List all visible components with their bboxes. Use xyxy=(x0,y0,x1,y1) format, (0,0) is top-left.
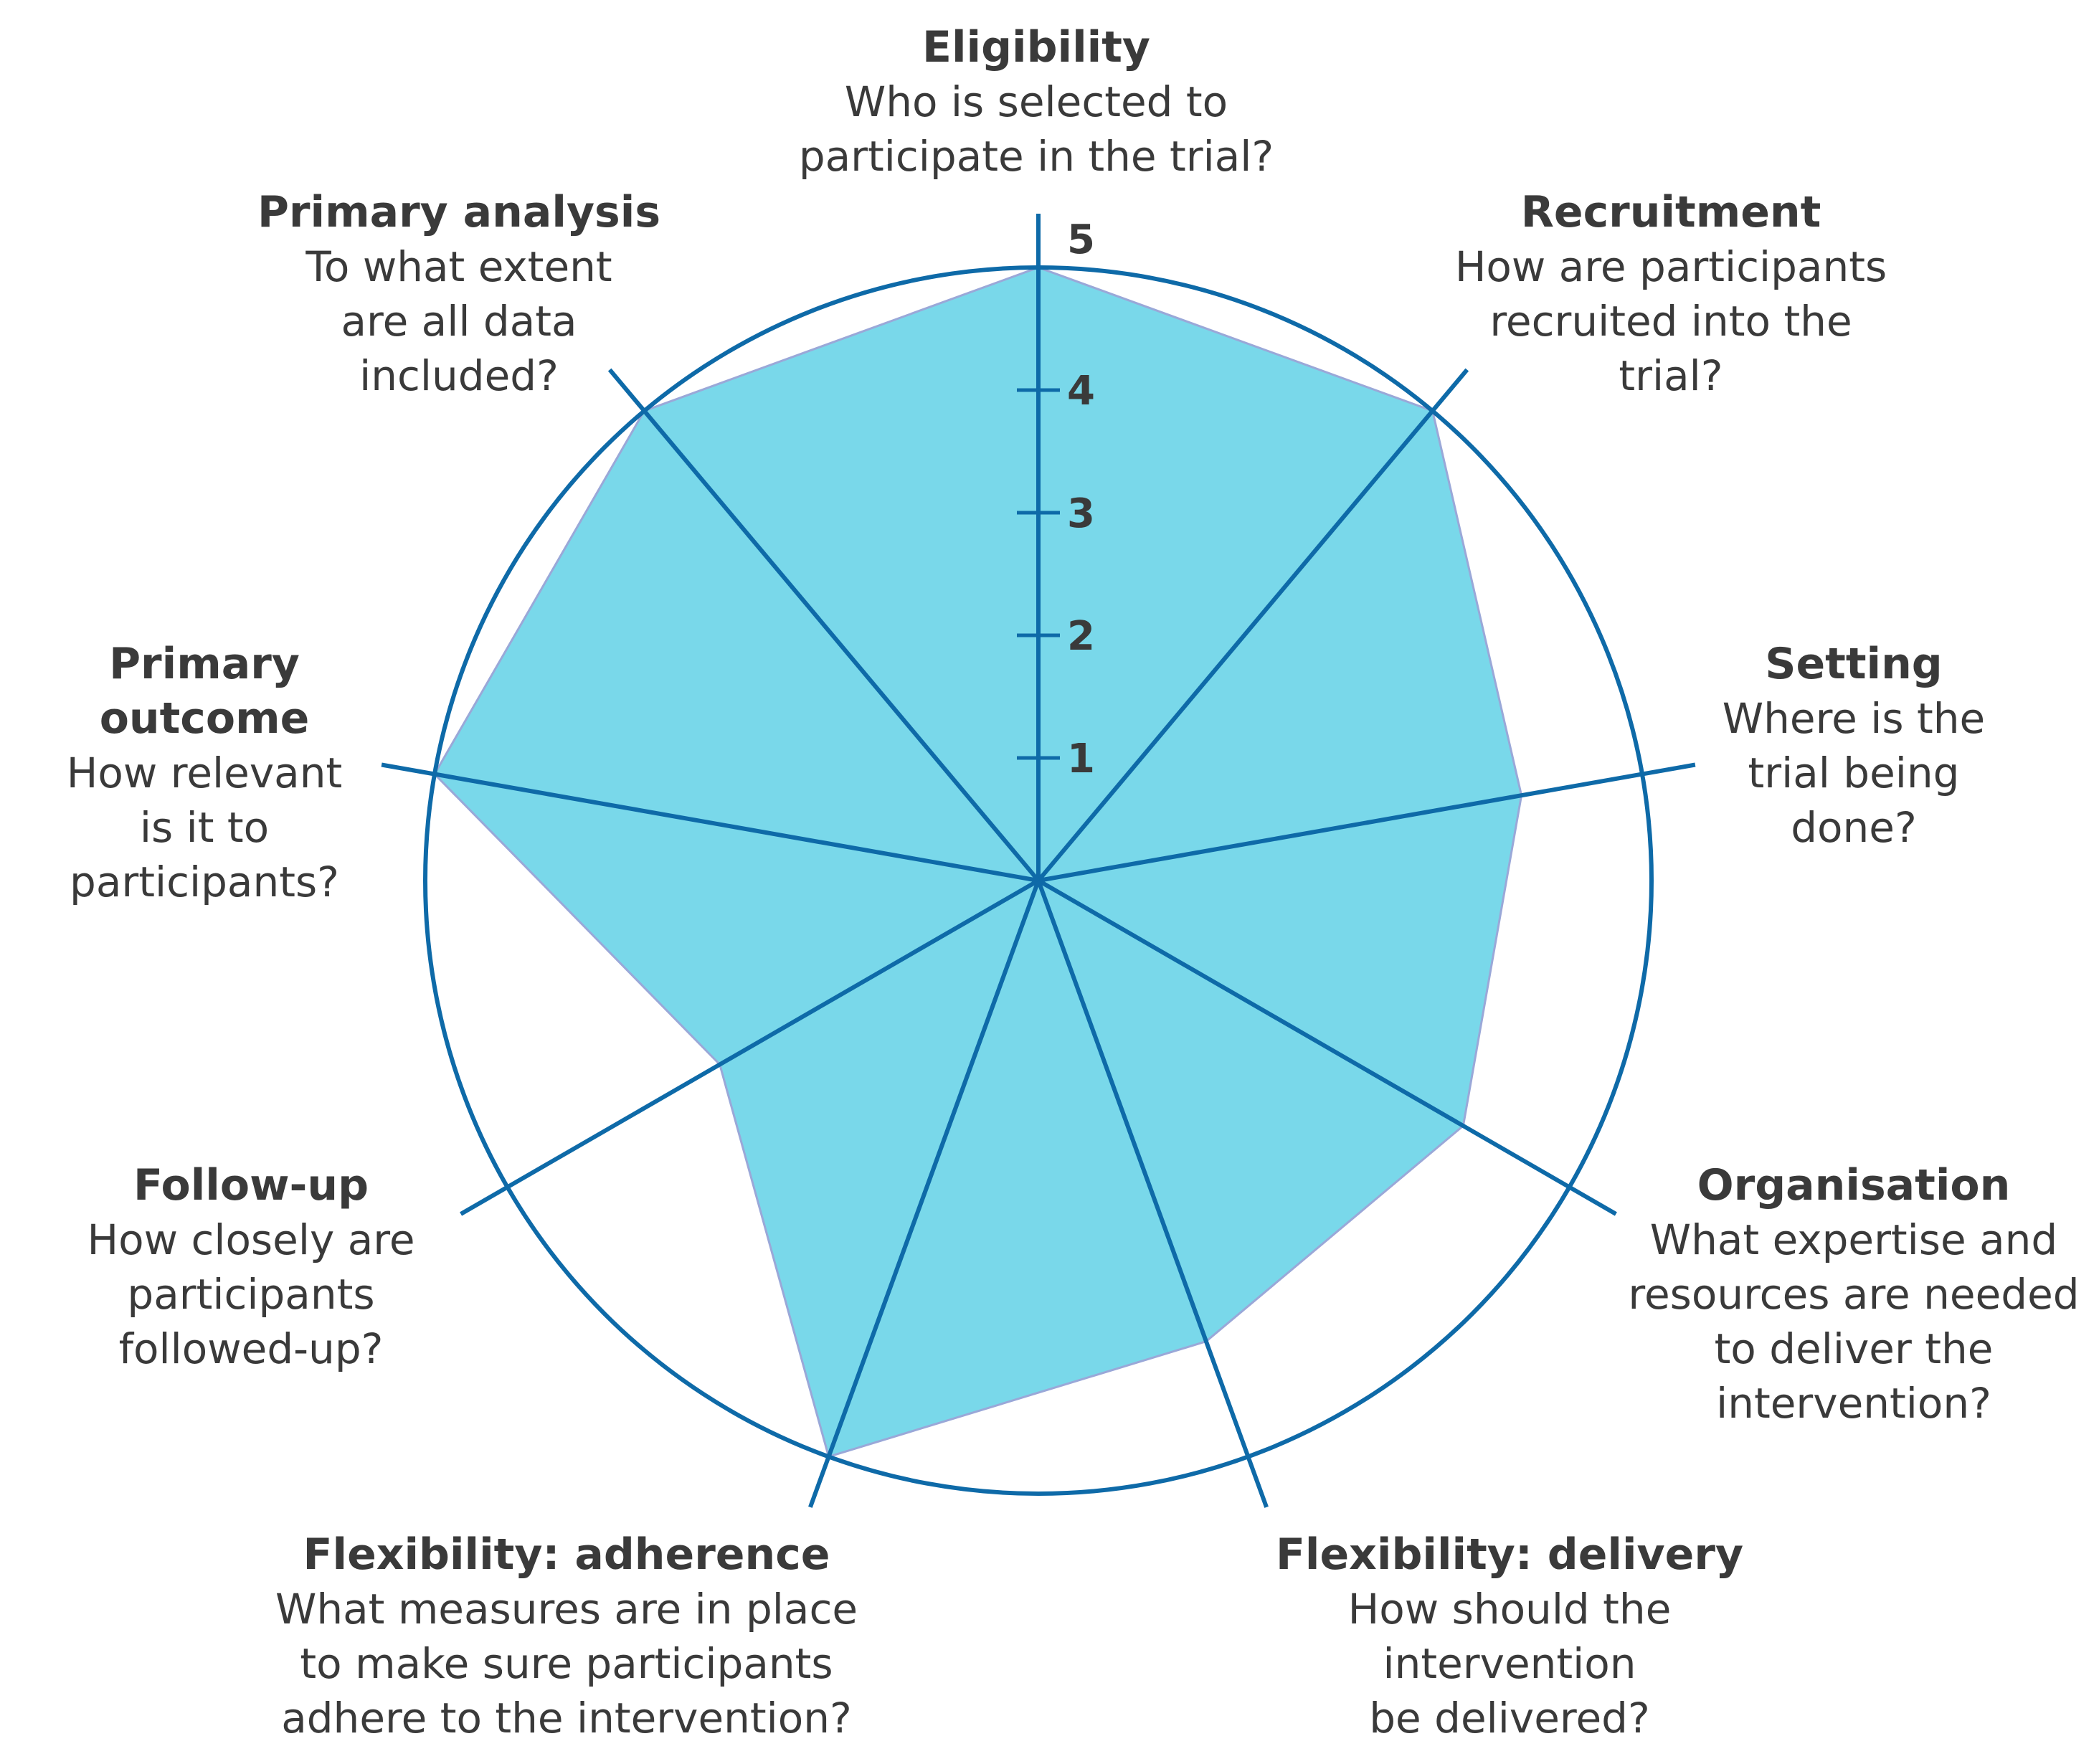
domain-title: Follow-up xyxy=(133,1160,369,1210)
domain-question: How should the intervention be delivered… xyxy=(1347,1585,1672,1742)
tick-label: 5 xyxy=(1067,217,1095,263)
domain-question: How are participants recruited into the … xyxy=(1454,242,1887,400)
axis-spoke xyxy=(607,368,1041,882)
domain-question: Where is the trial being done? xyxy=(1722,694,1986,852)
domain-label-flexibility-adherence: Flexibility: adherence What measures are… xyxy=(258,1527,875,1745)
tick-label: 2 xyxy=(1067,613,1095,660)
axis-spoke xyxy=(1036,368,1469,882)
domain-title: Organisation xyxy=(1697,1160,2011,1210)
axis-spoke xyxy=(1038,762,1696,883)
axis-spoke xyxy=(1037,878,1617,1216)
axis-spoke xyxy=(381,762,1039,883)
domain-title: Eligibility xyxy=(921,22,1151,72)
domain-title: Flexibility: delivery xyxy=(1275,1530,1744,1580)
score-polygon-layer xyxy=(433,266,1523,1459)
domain-question: Who is selected to participate in the tr… xyxy=(798,77,1274,181)
domain-question: What expertise and resources are needed … xyxy=(1628,1215,2080,1428)
domain-label-setting: Setting Where is the trial being done? xyxy=(1657,637,2051,855)
domain-label-organisation: Organisation What expertise and resource… xyxy=(1610,1158,2098,1431)
axis-spoke xyxy=(808,879,1041,1508)
domain-title: Flexibility: adherence xyxy=(303,1530,830,1580)
score-polygon xyxy=(433,266,1523,1459)
domain-question: How closely are participants followed-up… xyxy=(87,1215,415,1373)
domain-label-follow-up: Follow-up How closely are participants f… xyxy=(32,1158,470,1376)
axes-layer xyxy=(381,214,1696,1508)
domain-question: What measures are in place to make sure … xyxy=(275,1585,858,1742)
axis-spoke xyxy=(1036,879,1269,1508)
domain-question: To what extent are all data included? xyxy=(305,242,612,400)
domain-label-primary-outcome: Primary outcome How relevant is it to pa… xyxy=(7,637,402,909)
domain-title: Setting xyxy=(1765,639,1943,689)
ticks-layer: 1 2 3 4 5 xyxy=(1017,217,1095,782)
domain-title: Primary analysis xyxy=(257,187,661,237)
tick-label: 3 xyxy=(1067,490,1095,537)
domain-title: Recruitment xyxy=(1520,187,1821,237)
domain-question: How relevant is it to participants? xyxy=(66,749,343,906)
axis-spoke xyxy=(460,878,1040,1216)
tick-label: 1 xyxy=(1067,736,1095,782)
domain-label-recruitment: Recruitment How are participants recruit… xyxy=(1409,185,1933,403)
domain-label-eligibility: Eligibility Who is selected to participa… xyxy=(749,20,1323,184)
domain-label-flexibility-delivery: Flexibility: delivery How should the int… xyxy=(1248,1527,1771,1745)
domain-label-primary-analysis: Primary analysis To what extent are all … xyxy=(237,185,681,403)
domain-title: Primary outcome xyxy=(99,639,310,744)
tick-label: 4 xyxy=(1067,368,1095,414)
